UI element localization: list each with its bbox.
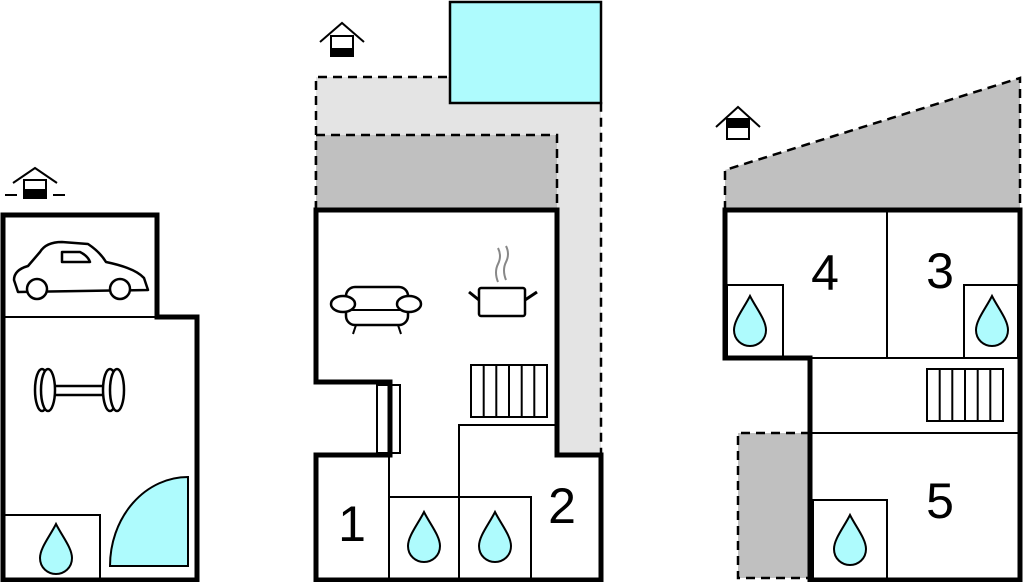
water-drop-icon	[407, 511, 441, 563]
car-icon	[12, 240, 150, 301]
room-label-2: 2	[548, 478, 576, 534]
shower-icon	[108, 475, 189, 567]
water-drop-icon	[39, 523, 73, 575]
sofa-icon	[329, 285, 423, 335]
water-drop-icon	[733, 295, 767, 347]
room-label-1: 1	[338, 496, 366, 552]
pool-icon	[448, 0, 603, 105]
cooking-pot-icon	[468, 245, 538, 318]
room-label-4: 4	[811, 245, 839, 301]
floor-ground: 1 2	[313, 0, 604, 582]
roof-terrace	[723, 76, 1022, 210]
floor-upper: 4 3 5	[715, 76, 1023, 582]
room-label-3: 3	[926, 243, 954, 299]
dumbbell-icon	[33, 367, 126, 413]
side-terrace	[736, 431, 810, 580]
covered-terrace	[314, 133, 559, 210]
floor-level-icon	[319, 21, 365, 57]
floor-level-icon	[5, 166, 65, 199]
stairs-icon	[926, 368, 1004, 422]
water-drop-icon	[478, 511, 512, 563]
water-drop-icon	[975, 295, 1009, 347]
floor-level-icon	[715, 105, 761, 140]
stairs-icon	[470, 364, 548, 418]
room-label-5: 5	[926, 473, 954, 529]
floor-basement	[0, 166, 200, 582]
water-drop-icon	[833, 514, 867, 566]
